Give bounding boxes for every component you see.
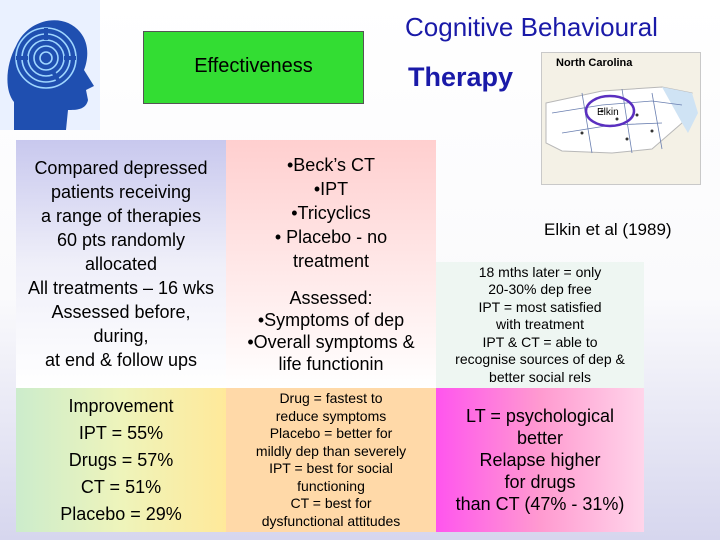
- north-carolina-map: North Carolina Elkin: [541, 52, 701, 185]
- text-line: allocated: [84, 254, 158, 274]
- text-line: 18 mths later = only: [478, 263, 602, 280]
- text-line: a range of therapies: [40, 206, 202, 226]
- text-line: CT = 51%: [80, 476, 162, 497]
- text-line: during,: [93, 326, 149, 346]
- text-line: Drugs = 57%: [68, 449, 174, 470]
- therapy-item: treatment: [292, 251, 370, 271]
- text-line: IPT = best for social: [269, 460, 393, 476]
- text-line: with treatment: [496, 316, 584, 333]
- assessed-item: •Overall symptoms &: [247, 332, 415, 352]
- assessed-list: Assessed: •Symptoms of dep •Overall symp…: [226, 287, 436, 375]
- map-state-label: North Carolina: [556, 57, 633, 69]
- map-graphic: [545, 86, 698, 154]
- text-line: IPT = 55%: [78, 422, 164, 443]
- map-city-label: Elkin: [597, 107, 619, 118]
- effectiveness-box: Effectiveness: [143, 31, 364, 104]
- text-line: patients receiving: [50, 182, 192, 202]
- text-line: Placebo = 29%: [60, 503, 182, 524]
- title-line-2: Therapy: [408, 62, 514, 92]
- text-line: recognise sources of dep &: [455, 351, 625, 368]
- text-line: 20-30% dep free: [488, 281, 592, 298]
- long-term-cell: LT = psychological better Relapse higher…: [436, 388, 644, 532]
- text-line: Compared depressed: [34, 158, 208, 178]
- text-line: for drugs: [504, 472, 576, 492]
- text-line: Placebo = better for: [269, 425, 393, 441]
- assessed-item: life functionin: [278, 354, 384, 374]
- text-line: dysfunctional attitudes: [261, 512, 401, 529]
- text-line: functioning: [297, 477, 365, 494]
- text-line: better: [516, 428, 564, 448]
- study-description-cell: Compared depressed patients receiving a …: [16, 140, 226, 388]
- therapies-list: •Beck’s CT •IPT •Tricyclics • Placebo - …: [226, 153, 436, 273]
- head-maze-icon: [0, 0, 100, 130]
- drug-findings-cell: Drug = fastest to reduce symptoms Placeb…: [226, 388, 436, 532]
- text-line: 60 pts randomly: [56, 230, 186, 250]
- text-line: better social rels: [489, 368, 591, 385]
- text-line: Relapse higher: [479, 450, 601, 470]
- text-line: than CT (47% - 31%): [455, 494, 625, 514]
- text-line: Drug = fastest to: [279, 390, 383, 406]
- assessed-item: Assessed:: [289, 288, 373, 308]
- title-line-1: Cognitive Behavioural: [405, 12, 658, 42]
- text-line: IPT = most satisfied: [478, 298, 602, 315]
- therapy-item: •Tricyclics: [291, 203, 371, 223]
- follow-up-cell: 18 mths later = only 20-30% dep free IPT…: [436, 262, 644, 388]
- text-line: reduce symptoms: [275, 407, 387, 424]
- text-line: LT = psychological: [466, 406, 614, 426]
- text-line: CT = best for: [290, 495, 372, 511]
- text-line: Assessed before,: [51, 302, 191, 322]
- text-line: mildly dep than severely: [255, 442, 407, 459]
- text-line: All treatments – 16 wks: [27, 278, 215, 298]
- text-line: at end & follow ups: [44, 350, 198, 370]
- text-line: Improvement: [68, 395, 174, 416]
- citation: Elkin et al (1989): [544, 220, 672, 239]
- therapy-item: • Placebo - no: [274, 227, 388, 247]
- assessed-item: •Symptoms of dep: [257, 310, 405, 330]
- text-line: IPT & CT = able to: [482, 333, 598, 350]
- improvement-cell: Improvement IPT = 55% Drugs = 57% CT = 5…: [16, 388, 226, 532]
- therapy-item: •Beck’s CT: [287, 155, 375, 175]
- therapy-item: •IPT: [313, 179, 349, 199]
- therapies-cell: •Beck’s CT •IPT •Tricyclics • Placebo - …: [226, 140, 436, 388]
